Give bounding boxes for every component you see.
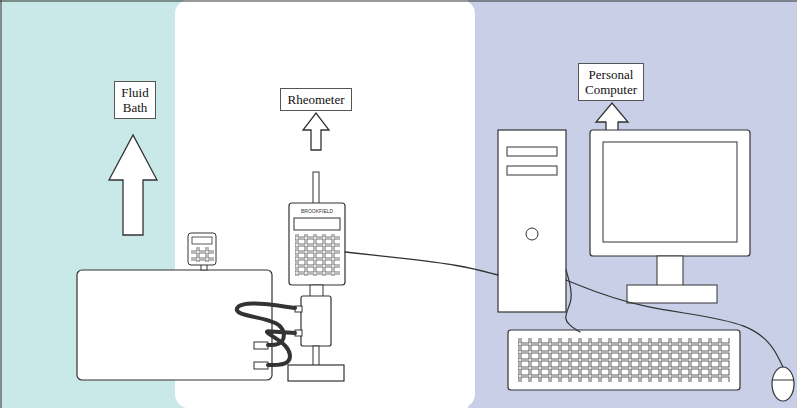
spindle-coupling (310, 285, 323, 297)
computer-tower (498, 130, 566, 312)
bath-controller (188, 233, 216, 265)
mouse-button-line (772, 380, 794, 381)
frame-line (0, 1, 797, 2)
label-box: Personal Computer (578, 63, 644, 101)
label-box: Fluid Bath (114, 81, 156, 119)
sample-jacket (301, 296, 331, 346)
keyboard (508, 330, 740, 390)
bath-port (254, 362, 268, 369)
keyboard-keys (518, 338, 730, 382)
label-text: Personal Computer (585, 67, 637, 97)
rheometer-head (289, 203, 345, 285)
label-text: Rheometer (287, 92, 345, 107)
power-button (526, 228, 538, 240)
label-text: Fluid Bath (121, 85, 149, 115)
mouse-cable (566, 280, 783, 367)
rheometer-rod (313, 172, 319, 204)
label-box: Rheometer (280, 88, 352, 111)
frame-line (1, 0, 2, 408)
hollow-arrow (303, 113, 329, 150)
bath-body (77, 270, 272, 380)
stand-base (288, 365, 344, 381)
monitor-base (627, 285, 717, 303)
hose (267, 331, 295, 365)
rheometer-keypad (295, 234, 340, 276)
controller-keys (191, 247, 214, 262)
stand-rod (313, 346, 319, 366)
drive-bay (507, 166, 557, 175)
monitor (590, 130, 750, 256)
monitor-neck (657, 256, 683, 286)
controller-display (192, 237, 212, 244)
computer-region (468, 0, 797, 408)
brand-label: BROOKFIELD (301, 208, 333, 214)
hollow-arrow (109, 135, 157, 235)
drive-bay (507, 147, 557, 156)
data-cable (345, 252, 498, 275)
mouse (772, 367, 794, 401)
bath-port (254, 342, 268, 349)
monitor-screen (603, 142, 737, 242)
rheometer-display (294, 218, 340, 230)
hose (237, 304, 295, 345)
keyboard-cable (566, 270, 580, 332)
